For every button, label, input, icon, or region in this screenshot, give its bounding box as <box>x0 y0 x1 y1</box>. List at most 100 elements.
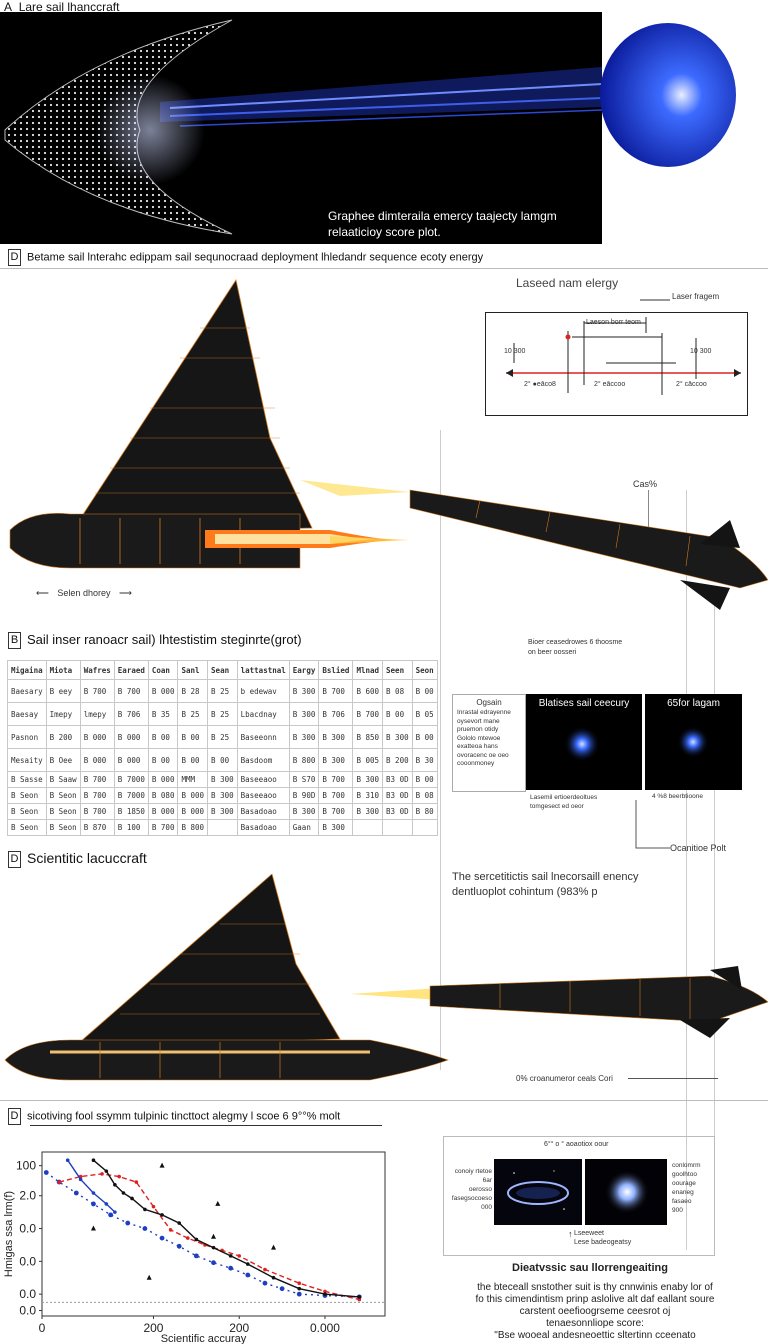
guide-line <box>440 430 441 1070</box>
table-cell: B 28 <box>177 679 209 703</box>
inset-left-label: conoiy rtetoe <box>454 1168 492 1175</box>
panel-a-caption: Graphee dimteraila emercy taajecty lamgm… <box>328 208 557 240</box>
card1-caption: Lasemil ertioerdeoltues tomgesect ed oeo… <box>530 793 597 811</box>
rocket-fin <box>710 966 742 990</box>
panel-d-description-line2: dentluoplot cohintum (983% p <box>452 886 598 898</box>
table-cell: B 25 <box>207 725 238 749</box>
bottom-tick: 2° cāccoo <box>676 381 707 388</box>
spectra-left-line: cooonmoney <box>457 760 495 767</box>
spectra-left-line: Inrastal edrayenne <box>457 709 511 716</box>
scatter-marker <box>211 1233 216 1239</box>
spectra-note: Bioer ceasedrowes 6 thoosme on beer ooss… <box>528 638 622 658</box>
series-point <box>113 1183 117 1187</box>
panel-b-title: Betame sail lnterahc edippam sail sequno… <box>27 251 484 264</box>
table-cell: B 00 <box>411 679 438 703</box>
series-point <box>297 1281 302 1285</box>
table-cell: B 870 <box>79 819 115 836</box>
table-header-cell: Wafres <box>79 660 115 680</box>
series-point <box>57 1180 61 1184</box>
spectrum-image-1 <box>564 726 600 762</box>
panel-d-description: The sercetitictis sail lnecorsaill enenc… <box>452 870 638 900</box>
table-cell: B 300 <box>352 803 384 820</box>
spectrum-card-2: 65for lagam <box>645 694 742 790</box>
sail-craft-bottom <box>4 874 449 1081</box>
spectra-left-line: exatteoa hans <box>457 743 498 750</box>
series-point <box>263 1267 267 1272</box>
inset-left-label: oerosso <box>468 1186 492 1193</box>
series-point <box>176 1243 182 1249</box>
table-cell: Mesaity <box>7 748 47 772</box>
selen-label: Selen dhorey <box>57 588 111 598</box>
series-point <box>297 1286 302 1291</box>
x-axis-label: Scientific accuray <box>161 1333 247 1344</box>
series-point <box>211 1245 216 1250</box>
callout-leader <box>640 299 670 301</box>
laser-ray <box>169 97 602 117</box>
series-point <box>211 1260 216 1266</box>
table-cell: B Seon <box>7 787 47 804</box>
rocket-right-top <box>300 480 768 610</box>
table-cell: Baseeaoo <box>236 771 290 788</box>
table-cell: B 05 <box>411 702 438 726</box>
table-cell: Baseeaoo <box>236 787 290 804</box>
series-point <box>279 1286 285 1292</box>
table-cell: B Seon <box>7 803 47 820</box>
rocket-right-bottom <box>350 966 768 1038</box>
spectra-left-line: pruemon otidy <box>457 726 499 733</box>
title-underline <box>30 1125 382 1126</box>
divider <box>0 1100 768 1101</box>
table-cell: B 25 <box>177 702 209 726</box>
table-cell: B 000 <box>79 725 115 749</box>
table-cell: B 300 <box>207 787 238 804</box>
panel-c-letter: B <box>8 632 21 650</box>
panel-a-caption-line1: Graphee dimteraila emercy taajecty lamgm <box>328 209 557 223</box>
inset-left-label: 6ar <box>482 1177 492 1184</box>
table-cell: B 000 <box>147 679 179 703</box>
guide-line <box>714 600 715 1250</box>
discussion-body: the bteceall snstother suit is thy cnnwi… <box>430 1282 760 1342</box>
spectra-left-title: Ogsain <box>476 698 502 707</box>
spectra-left-line: ovoracenc oe oeo <box>457 751 509 759</box>
series-point <box>323 1292 327 1296</box>
insets-legend-line1: Lseeweet <box>574 1230 604 1237</box>
table-cell: Baesay <box>7 702 47 726</box>
table-cell: B Saaw <box>45 771 81 788</box>
x-tick-label: 200 <box>143 1321 163 1335</box>
spectrum-card-1: Blatises sail ceecury <box>526 694 642 790</box>
arrow-icon <box>506 369 513 377</box>
spectrum-card-1-title: Blatises sail ceecury <box>538 698 630 709</box>
discussion-line: "Bse wooeal andesneoettic sltertinn ccee… <box>494 1330 696 1341</box>
scatter-marker <box>146 1274 152 1280</box>
table-cell: B 7000 <box>113 771 149 788</box>
table-cell: B 706 <box>113 702 149 726</box>
y-tick-label: 0.0 <box>19 1254 36 1268</box>
table-cell: B 700 <box>113 679 149 703</box>
series-point <box>357 1295 362 1299</box>
laser-beam <box>160 67 602 122</box>
discussion-line: fo this cimendintism prinp aslolive alt … <box>475 1294 715 1305</box>
inset-right-label: conlomrm <box>672 1162 701 1169</box>
scatter-marker <box>159 1162 165 1168</box>
series-point <box>113 1210 117 1214</box>
table-cell: B3 0D <box>382 803 413 820</box>
divider <box>0 268 768 269</box>
series-point <box>296 1291 302 1297</box>
insets-legend: Lseeweet Lese badeogeatsy <box>574 1229 631 1247</box>
series-point <box>73 1190 79 1196</box>
guide-line <box>648 490 649 530</box>
laser-diagram-box: Laeson borr teom 10 300 10 300 2° ●eāco8… <box>485 312 748 416</box>
table-cell: B 700 <box>352 702 384 726</box>
callout-leader <box>628 1078 718 1079</box>
table-cell: Basadoao <box>236 803 290 820</box>
series-point <box>91 1191 96 1195</box>
table-cell: B 700 <box>79 787 115 804</box>
series-point <box>168 1228 173 1232</box>
series-point <box>245 1272 251 1278</box>
